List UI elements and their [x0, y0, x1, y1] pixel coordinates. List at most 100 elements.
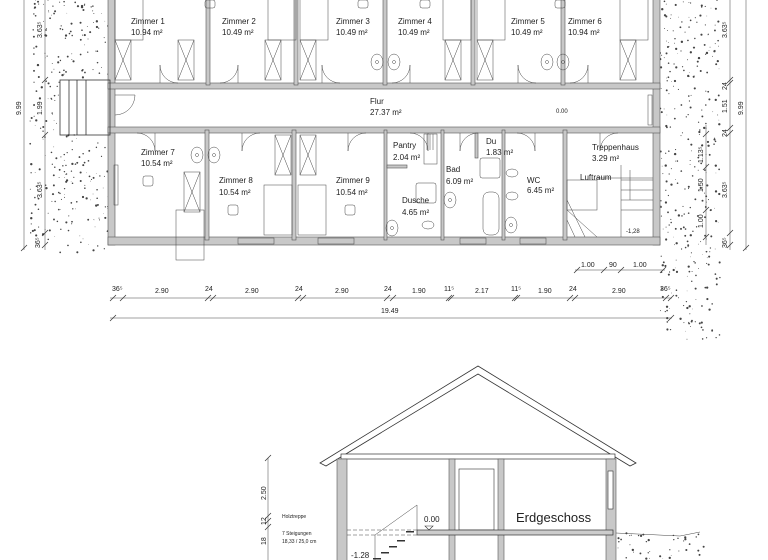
gravel-dot	[673, 117, 676, 120]
gravel-dot	[46, 28, 47, 30]
gravel-dot	[40, 86, 43, 89]
desk-chair	[142, 175, 154, 187]
gravel-dot	[700, 162, 703, 165]
room-name: Zimmer 8	[219, 176, 253, 185]
gravel-dot	[666, 114, 668, 116]
section-door	[458, 468, 495, 531]
gravel-dot	[703, 43, 706, 46]
gravel-dot	[70, 202, 73, 204]
sink-drain	[448, 198, 452, 202]
gravel-dot	[700, 154, 702, 156]
gravel-dot	[51, 71, 53, 73]
gravel-dot	[98, 27, 100, 29]
gravel-dot	[690, 150, 692, 152]
gravel-dot	[60, 228, 62, 231]
gravel-dot	[79, 180, 82, 183]
bed	[263, 184, 293, 236]
gravel-dot	[683, 540, 685, 542]
gravel-dot	[54, 235, 56, 237]
gravel-dot	[707, 33, 709, 35]
gravel-dot	[33, 13, 35, 15]
gravel-dot	[699, 69, 702, 73]
gravel-dot	[63, 153, 65, 156]
gravel-dot	[713, 143, 715, 145]
sink-drain	[390, 226, 394, 230]
gravel-dot	[669, 70, 671, 73]
gravel-dot	[698, 130, 701, 134]
gravel-dot	[29, 232, 32, 234]
dim-tick	[41, 131, 49, 139]
gravel-dot	[66, 55, 69, 58]
gravel-dot	[95, 146, 98, 149]
gravel-dot	[71, 34, 73, 37]
gravel-dot	[63, 5, 65, 6]
gravel-dot	[719, 276, 721, 279]
room-name: WC	[527, 176, 541, 185]
gravel-dot	[38, 3, 40, 5]
gravel-dot	[693, 87, 696, 90]
gravel-dot	[83, 161, 86, 164]
gravel-dot	[688, 270, 691, 273]
door-swing	[459, 132, 479, 152]
gravel-dot	[72, 60, 75, 63]
gravel-dot	[714, 207, 715, 209]
gravel-dot	[660, 111, 663, 114]
gravel-dot	[687, 244, 690, 247]
gravel-dot	[43, 3, 45, 5]
gravel-dot	[33, 6, 37, 9]
gravel-dot	[716, 0, 718, 2]
gravel-dot	[673, 236, 674, 238]
dim-tick	[702, 130, 710, 138]
gravel-hatching	[29, 0, 721, 560]
section-wall-right	[605, 458, 617, 560]
gravel-dot	[684, 538, 687, 541]
dim-tick	[109, 314, 117, 322]
gravel-dot	[696, 65, 699, 67]
gravel-dot	[667, 62, 670, 64]
dim-tick	[600, 266, 608, 274]
gravel-dot	[96, 188, 98, 191]
dim-tick	[702, 163, 710, 171]
gravel-dot	[675, 66, 678, 69]
stair-steps	[373, 531, 414, 560]
gravel-dot	[714, 248, 716, 250]
gravel-dot	[698, 134, 700, 135]
gravel-dot	[57, 94, 59, 96]
gravel-dot	[33, 104, 35, 106]
gravel-dot	[53, 68, 55, 70]
gravel-dot	[693, 75, 695, 77]
gravel-dot	[50, 97, 52, 100]
gravel-dot	[33, 81, 35, 83]
dim-label: 2.90	[245, 288, 259, 295]
gravel-dot	[704, 169, 706, 171]
gravel-dot	[677, 214, 681, 217]
gravel-dot	[71, 162, 74, 166]
gravel-dot	[674, 3, 677, 7]
gravel-dot	[678, 16, 679, 18]
gravel-dot	[84, 71, 86, 74]
bed	[619, 0, 649, 41]
gravel-dot	[676, 182, 679, 184]
gravel-dot	[666, 328, 669, 331]
gravel-dot	[707, 90, 710, 93]
gravel-dot	[688, 72, 690, 74]
gravel-dot	[639, 534, 643, 537]
gravel-dot	[64, 196, 66, 198]
wardrobes	[114, 39, 637, 213]
gravel-dot	[717, 114, 719, 116]
gravel-dot	[631, 548, 635, 552]
gravel-dot	[683, 213, 685, 215]
wardrobe	[177, 39, 195, 81]
gravel-dot	[668, 271, 671, 273]
gravel-dot	[699, 129, 701, 131]
gravel-dot	[700, 33, 703, 36]
bed	[442, 0, 472, 41]
bathtub	[482, 191, 500, 236]
gravel-dot	[64, 176, 65, 178]
gravel-dot	[701, 109, 703, 111]
gravel-dot	[59, 1, 61, 3]
gravel-dot	[59, 208, 61, 210]
dim-label: 1.99	[37, 101, 44, 115]
sink-drain	[375, 60, 379, 64]
